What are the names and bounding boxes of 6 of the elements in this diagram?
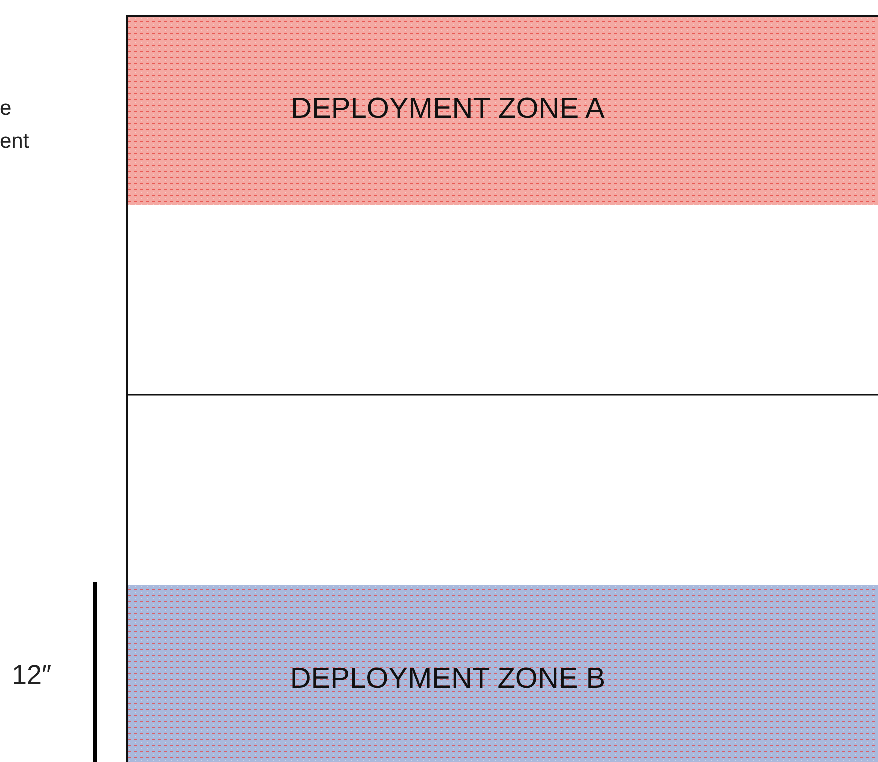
text-fragment: ent — [0, 130, 30, 154]
zone-label: DEPLOYMENT ZONE B — [289, 663, 607, 696]
text-fragment: e — [0, 97, 12, 121]
dimension-label: 12″ — [12, 660, 52, 691]
zone-label: DEPLOYMENT ZONE A — [290, 93, 606, 126]
game-board — [126, 15, 878, 762]
